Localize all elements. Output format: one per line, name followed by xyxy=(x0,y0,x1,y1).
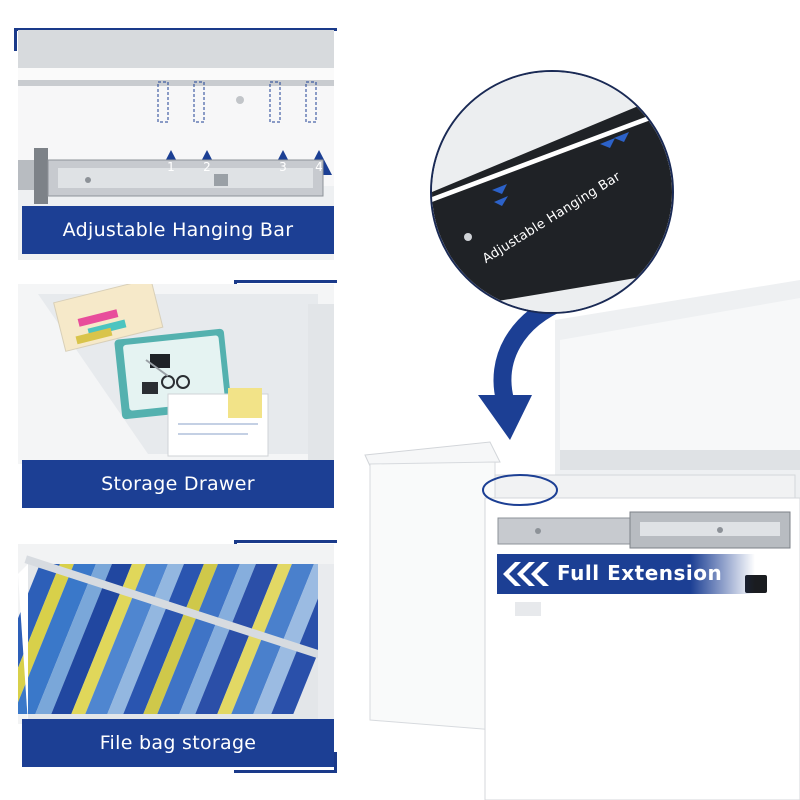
marker-4: 4 xyxy=(315,160,323,174)
panel-1-corner-top-left xyxy=(14,28,337,51)
full-extension-label-wrap: Full Extension xyxy=(497,554,755,594)
file-bag-photo xyxy=(18,544,334,724)
curved-arrow-icon xyxy=(478,291,569,440)
caption-file-bag: File bag storage xyxy=(22,719,334,767)
caption-hanging-bar: Adjustable Hanging Bar xyxy=(22,206,334,254)
storage-drawer-illustration xyxy=(18,284,334,464)
hanging-bar-zoom xyxy=(430,70,674,314)
zoom-illustration xyxy=(432,72,672,312)
marker-3: 3 xyxy=(279,160,287,174)
panel-3-corner-bottom-right xyxy=(234,752,337,773)
marker-2: 2 xyxy=(203,160,211,174)
full-extension-label: Full Extension xyxy=(557,561,723,585)
full-extension-banner xyxy=(497,554,755,594)
file-bag-illustration xyxy=(18,544,334,724)
marker-1: 1 xyxy=(167,160,175,174)
caption-storage-drawer: Storage Drawer xyxy=(22,460,334,508)
storage-drawer-photo xyxy=(18,284,334,464)
